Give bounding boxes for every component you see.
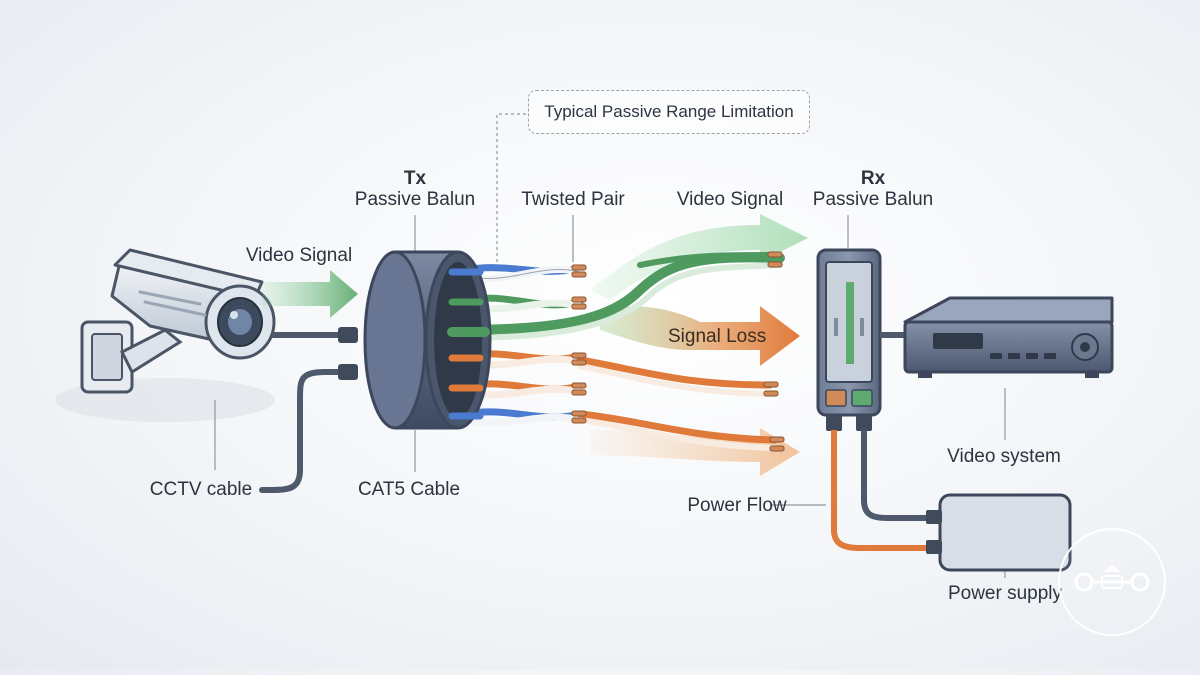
cctv-cable-label: CCTV cable — [149, 479, 253, 500]
cctv-power-cable — [259, 369, 348, 493]
video-signal-arrow-left — [262, 270, 358, 318]
cctv-camera-icon — [55, 248, 276, 422]
signal-loss-arrow — [600, 306, 800, 366]
power-flow-label: Power Flow — [687, 495, 787, 516]
cat5-cable-label: CAT5 Cable — [357, 479, 461, 500]
power-supply-icon — [926, 493, 1072, 572]
power-supply-label: Power supply — [947, 583, 1063, 604]
tx-subtitle: Passive Balun — [354, 189, 476, 210]
power-cable-dark — [861, 430, 930, 521]
range-limitation-label: Typical Passive Range Limitation — [544, 102, 794, 121]
video-signal-left-label: Video Signal — [245, 245, 353, 266]
tx-balun-drum-icon — [363, 250, 492, 430]
dvr-recorder-icon — [903, 296, 1114, 378]
video-signal-arrow-right — [590, 214, 808, 300]
rx-subtitle: Passive Balun — [812, 189, 934, 210]
video-system-label: Video system — [947, 446, 1061, 467]
tx-title: Tx — [403, 168, 427, 189]
video-signal-right-label: Video Signal — [676, 189, 784, 210]
rx-title: Rx — [860, 168, 886, 189]
rx-balun-box-icon — [816, 248, 882, 431]
signal-loss-label: Signal Loss — [668, 326, 767, 347]
watermark-logo-icon — [1058, 528, 1166, 636]
power-cable-orange — [831, 430, 930, 551]
range-limitation-callout: Typical Passive Range Limitation — [528, 90, 810, 134]
twisted-pair-label: Twisted Pair — [521, 189, 625, 210]
